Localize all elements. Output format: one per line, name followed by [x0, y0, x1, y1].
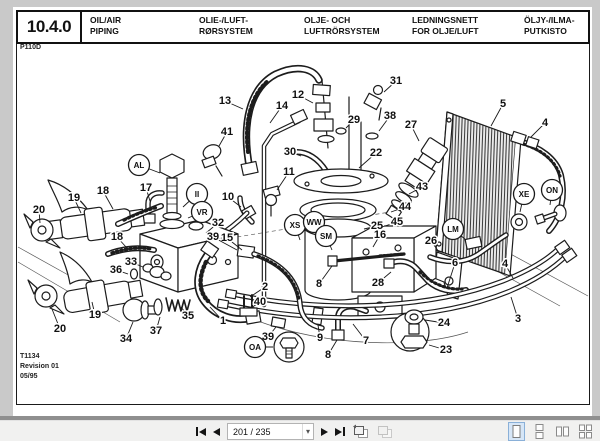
model-code: P110D — [20, 44, 42, 51]
title-finnish: ÖLJY-/ILMA- PUTKISTO — [524, 12, 588, 42]
page-indicator: 201 / 235 — [233, 426, 271, 437]
page-shadow — [0, 416, 600, 420]
page-frame: 10.4.0 OIL/AIR PIPING OLIE-/LUFT- RØRSYS… — [16, 10, 590, 405]
next-view-icon[interactable] — [376, 424, 393, 439]
facing-view-button[interactable] — [554, 422, 571, 441]
previous-page-button[interactable] — [213, 425, 220, 439]
title-line: FOR OLJE/LUFT — [412, 25, 479, 36]
title-line: LEDNINGSNETT — [412, 15, 479, 25]
page-layout-buttons — [508, 422, 594, 441]
revision-note: T1134 Revision 01 05/95 — [20, 352, 59, 382]
page-header: 10.4.0 OIL/AIR PIPING OLIE-/LUFT- RØRSYS… — [16, 10, 590, 44]
single-page-view-button[interactable] — [508, 422, 525, 441]
title-line: RØRSYSTEM — [199, 25, 253, 36]
last-page-icon — [343, 427, 345, 436]
first-page-button[interactable] — [196, 425, 206, 439]
title-line: PUTKISTO — [524, 25, 567, 36]
continuous-view-button[interactable] — [531, 422, 548, 441]
first-page-icon — [196, 427, 198, 436]
page-dropdown-arrow-icon[interactable]: ▾ — [301, 424, 313, 439]
page-navigation: 201 / 235 ▾ — [196, 423, 393, 440]
title-line: LUFTRÖRSYSTEM — [304, 25, 380, 36]
revision: Revision 01 — [20, 362, 59, 370]
document-page: 10.4.0 OIL/AIR PIPING OLIE-/LUFT- RØRSYS… — [13, 7, 592, 416]
next-page-button[interactable] — [321, 425, 328, 439]
continuous-facing-view-button[interactable] — [577, 422, 594, 441]
next-page-icon — [321, 427, 328, 436]
previous-view-icon[interactable] — [352, 424, 369, 439]
title-danish: OLIE-/LUFT- RØRSYSTEM — [199, 12, 299, 42]
title-norwegian: LEDNINGSNETT FOR OLJE/LUFT — [412, 12, 517, 42]
title-english: OIL/AIR PIPING — [90, 12, 190, 42]
page-number-input[interactable]: 201 / 235 ▾ — [227, 423, 314, 440]
title-line: PIPING — [90, 25, 119, 36]
doc-code: T1134 — [20, 352, 40, 360]
title-line: OIL/AIR — [90, 15, 122, 25]
section-number: 10.4.0 — [18, 12, 82, 42]
revision-date: 05/95 — [20, 372, 38, 380]
title-line: OLJE- OCH — [304, 15, 351, 25]
title-line: OLIE-/LUFT- — [199, 15, 249, 25]
last-page-button[interactable] — [335, 425, 345, 439]
previous-page-icon — [213, 427, 220, 436]
title-line: ÖLJY-/ILMA- — [524, 15, 575, 25]
viewer-toolbar: 201 / 235 ▾ — [0, 420, 600, 441]
title-swedish: OLJE- OCH LUFTRÖRSYSTEM — [304, 12, 407, 42]
